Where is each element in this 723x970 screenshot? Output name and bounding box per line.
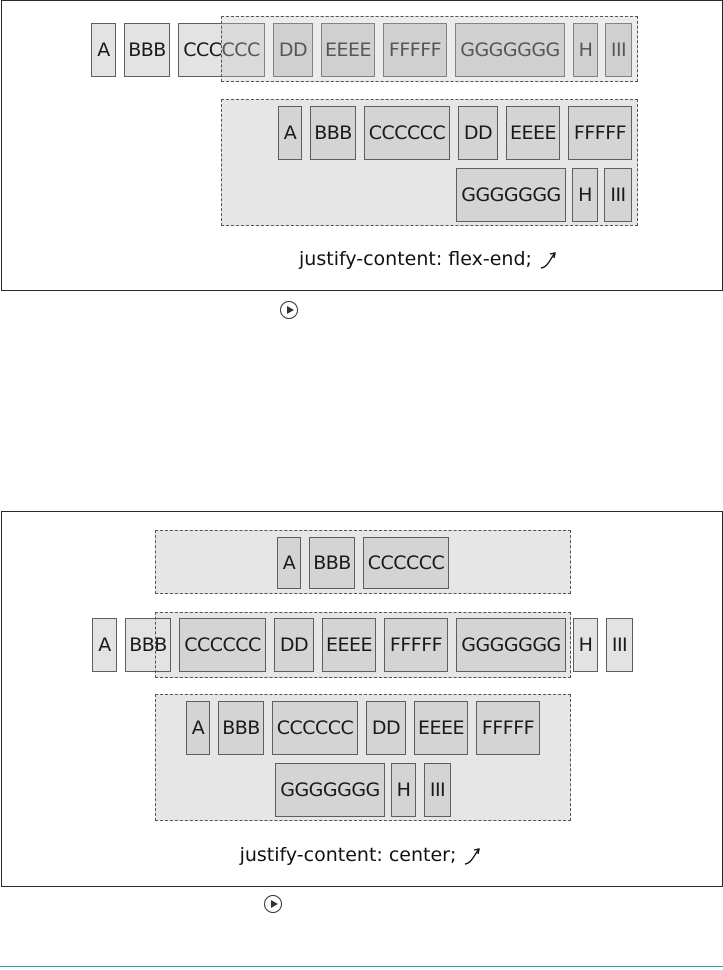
caption: justify-content: center; <box>2 844 722 867</box>
flex-item: GGGGGGG <box>456 618 566 672</box>
curved-arrow-icon <box>540 251 556 269</box>
flex-item: DD <box>366 701 406 755</box>
flex-item: III <box>606 618 633 672</box>
flex-item: III <box>424 763 451 817</box>
flex-item: A <box>92 618 117 672</box>
flex-item: A <box>277 537 301 589</box>
flex-item: H <box>391 763 416 817</box>
flex-item: EEEE <box>414 701 468 755</box>
flex-item: CCCCCC <box>179 618 266 672</box>
flex-item: GGGGGGG <box>456 168 566 222</box>
flex-item: BBB <box>218 701 264 755</box>
flex-item: EEEE <box>321 23 375 77</box>
flex-item: DD <box>458 106 498 160</box>
flex-item: DD <box>273 23 313 77</box>
flex-container-fit: A BBB CCCCCC <box>155 530 571 594</box>
caption: justify-content: flex-end; <box>2 248 722 271</box>
flex-item: H <box>573 618 598 672</box>
flex-container-wrap: A BBB CCCCCC DD EEEE FFFFF GGGGGGG H III <box>155 694 571 821</box>
flex-item: FFFFF <box>476 701 540 755</box>
flex-item: III <box>605 23 632 77</box>
flex-item: BBB <box>125 618 171 672</box>
flex-item: CCCCCC <box>363 537 449 589</box>
flex-item: FFFFF <box>383 23 447 77</box>
flex-item: A <box>186 701 210 755</box>
flex-item: FFFFF <box>568 106 632 160</box>
flex-container-overflow-edge <box>221 16 638 82</box>
flex-item: CCCCCC <box>272 701 358 755</box>
flex-item: H <box>572 168 598 222</box>
flex-item: BBB <box>310 106 356 160</box>
flex-item: GGGGGGG <box>455 23 565 77</box>
flex-container-wrap: A BBB CCCCCC DD EEEE FFFFF GGGGGGG H III <box>221 99 638 226</box>
play-circle-icon[interactable] <box>264 895 282 913</box>
play-circle-icon[interactable] <box>280 301 298 319</box>
flex-item: EEEE <box>322 618 376 672</box>
flex-item: EEEE <box>506 106 560 160</box>
flex-item: A <box>278 106 302 160</box>
curved-arrow-icon <box>465 847 481 865</box>
flex-item: BBB <box>124 23 170 77</box>
flex-item: H <box>573 23 598 77</box>
caption-text: justify-content: flex-end; <box>299 248 532 270</box>
flex-item: GGGGGGG <box>275 763 385 817</box>
caption-text: justify-content: center; <box>239 844 457 866</box>
flex-item: BBB <box>309 537 355 589</box>
flex-item: CCCCCC <box>364 106 450 160</box>
flex-item: FFFFF <box>384 618 448 672</box>
flex-item: III <box>604 168 632 222</box>
demo-panel-center: A BBB CCCCCC A BBB CCCCCC DD EEEE FFFFF … <box>1 511 723 887</box>
flex-container-overflow-edge <box>155 612 571 678</box>
flex-item: DD <box>274 618 314 672</box>
demo-panel-flex-end: A BBB CCCCCC DD EEEE FFFFF GGGGGGG H III… <box>1 0 723 291</box>
flex-item: A <box>91 23 116 77</box>
divider <box>0 966 723 967</box>
